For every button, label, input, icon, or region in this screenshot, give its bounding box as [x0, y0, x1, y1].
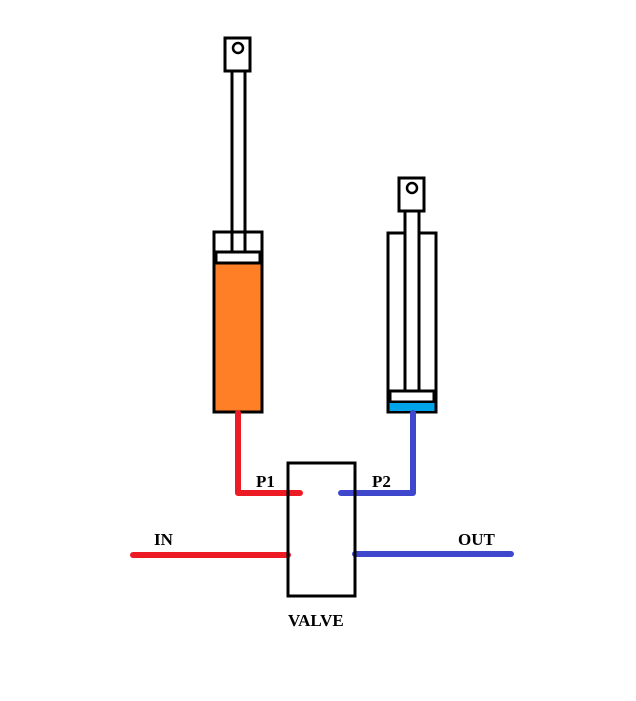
out-label: OUT: [458, 530, 496, 549]
left-cylinder-fluid: [215, 264, 261, 411]
left-cylinder-piston: [214, 250, 262, 265]
p1-line: [235, 410, 303, 496]
right-cylinder: [386, 176, 438, 414]
p1-label: P1: [256, 472, 275, 491]
p2-label: P2: [372, 472, 391, 491]
right-cylinder-fluid: [389, 403, 435, 411]
p2-line: [338, 410, 416, 496]
right-cylinder-rod: [403, 209, 421, 394]
in-label: IN: [154, 530, 174, 549]
valve-label: VALVE: [288, 611, 344, 630]
valve-body: [286, 461, 357, 598]
right-cylinder-eye-hole: [405, 181, 419, 195]
left-cylinder: [212, 36, 264, 414]
left-cylinder-rod: [230, 69, 247, 255]
left-cylinder-eye-hole: [231, 41, 245, 55]
right-cylinder-piston: [388, 389, 436, 404]
